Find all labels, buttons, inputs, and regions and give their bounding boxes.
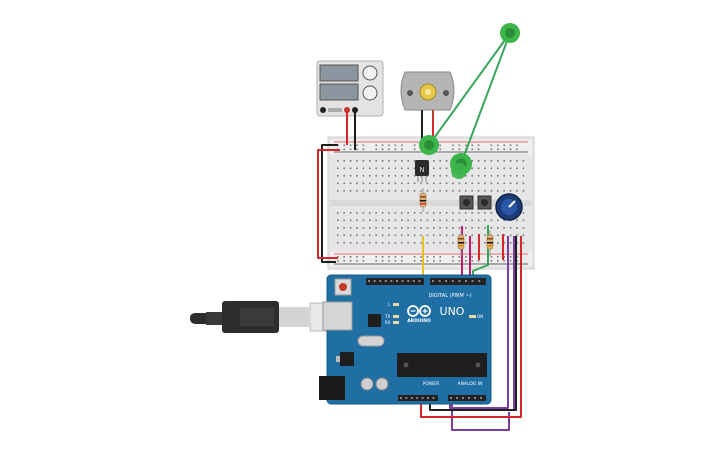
digital-header-left [366, 278, 424, 285]
usb-controller-chip [368, 314, 381, 327]
l-label: L [388, 302, 391, 307]
voltage-regulator [340, 352, 354, 366]
capacitor [375, 377, 389, 391]
dc-motor-icon[interactable] [400, 71, 455, 120]
infinity-logo-icon [407, 305, 431, 317]
model-label: UNO [440, 305, 465, 318]
resistor[interactable] [419, 188, 427, 212]
current-knob-icon[interactable] [362, 85, 378, 101]
capacitor [360, 377, 374, 391]
rx-label: RX [385, 320, 391, 325]
push-button[interactable] [459, 195, 474, 210]
power-supply[interactable] [316, 60, 384, 117]
probe-c[interactable] [451, 163, 467, 179]
on-label: ON [477, 314, 483, 319]
digital-label: DIGITAL (PWM ~) [428, 293, 471, 299]
transistor[interactable]: N [415, 160, 429, 182]
digital-header-right [430, 278, 486, 285]
voltage-knob-icon[interactable] [362, 65, 378, 81]
potentiometer[interactable] [495, 193, 523, 221]
resistor[interactable] [486, 230, 494, 256]
probe-a[interactable] [419, 135, 439, 155]
usb-port [322, 301, 353, 331]
arduino-uno-board[interactable]: DIGITAL (PWM ~) L TX RX ARDUINO UNO ON [319, 274, 492, 405]
resistor[interactable] [457, 230, 465, 256]
crystal [357, 335, 385, 347]
header-pins [368, 280, 482, 399]
probe-top[interactable] [500, 23, 520, 43]
analog-header [448, 395, 486, 401]
push-button[interactable] [477, 195, 492, 210]
brand-label: ARDUINO [407, 318, 431, 324]
power-label: POWER [423, 381, 440, 387]
analog-label: ANALOG IN [457, 381, 482, 387]
tx-label: TX [384, 314, 390, 319]
power-jack [319, 376, 345, 400]
transistor-label: N [419, 166, 424, 174]
microcontroller-chip [397, 353, 487, 377]
